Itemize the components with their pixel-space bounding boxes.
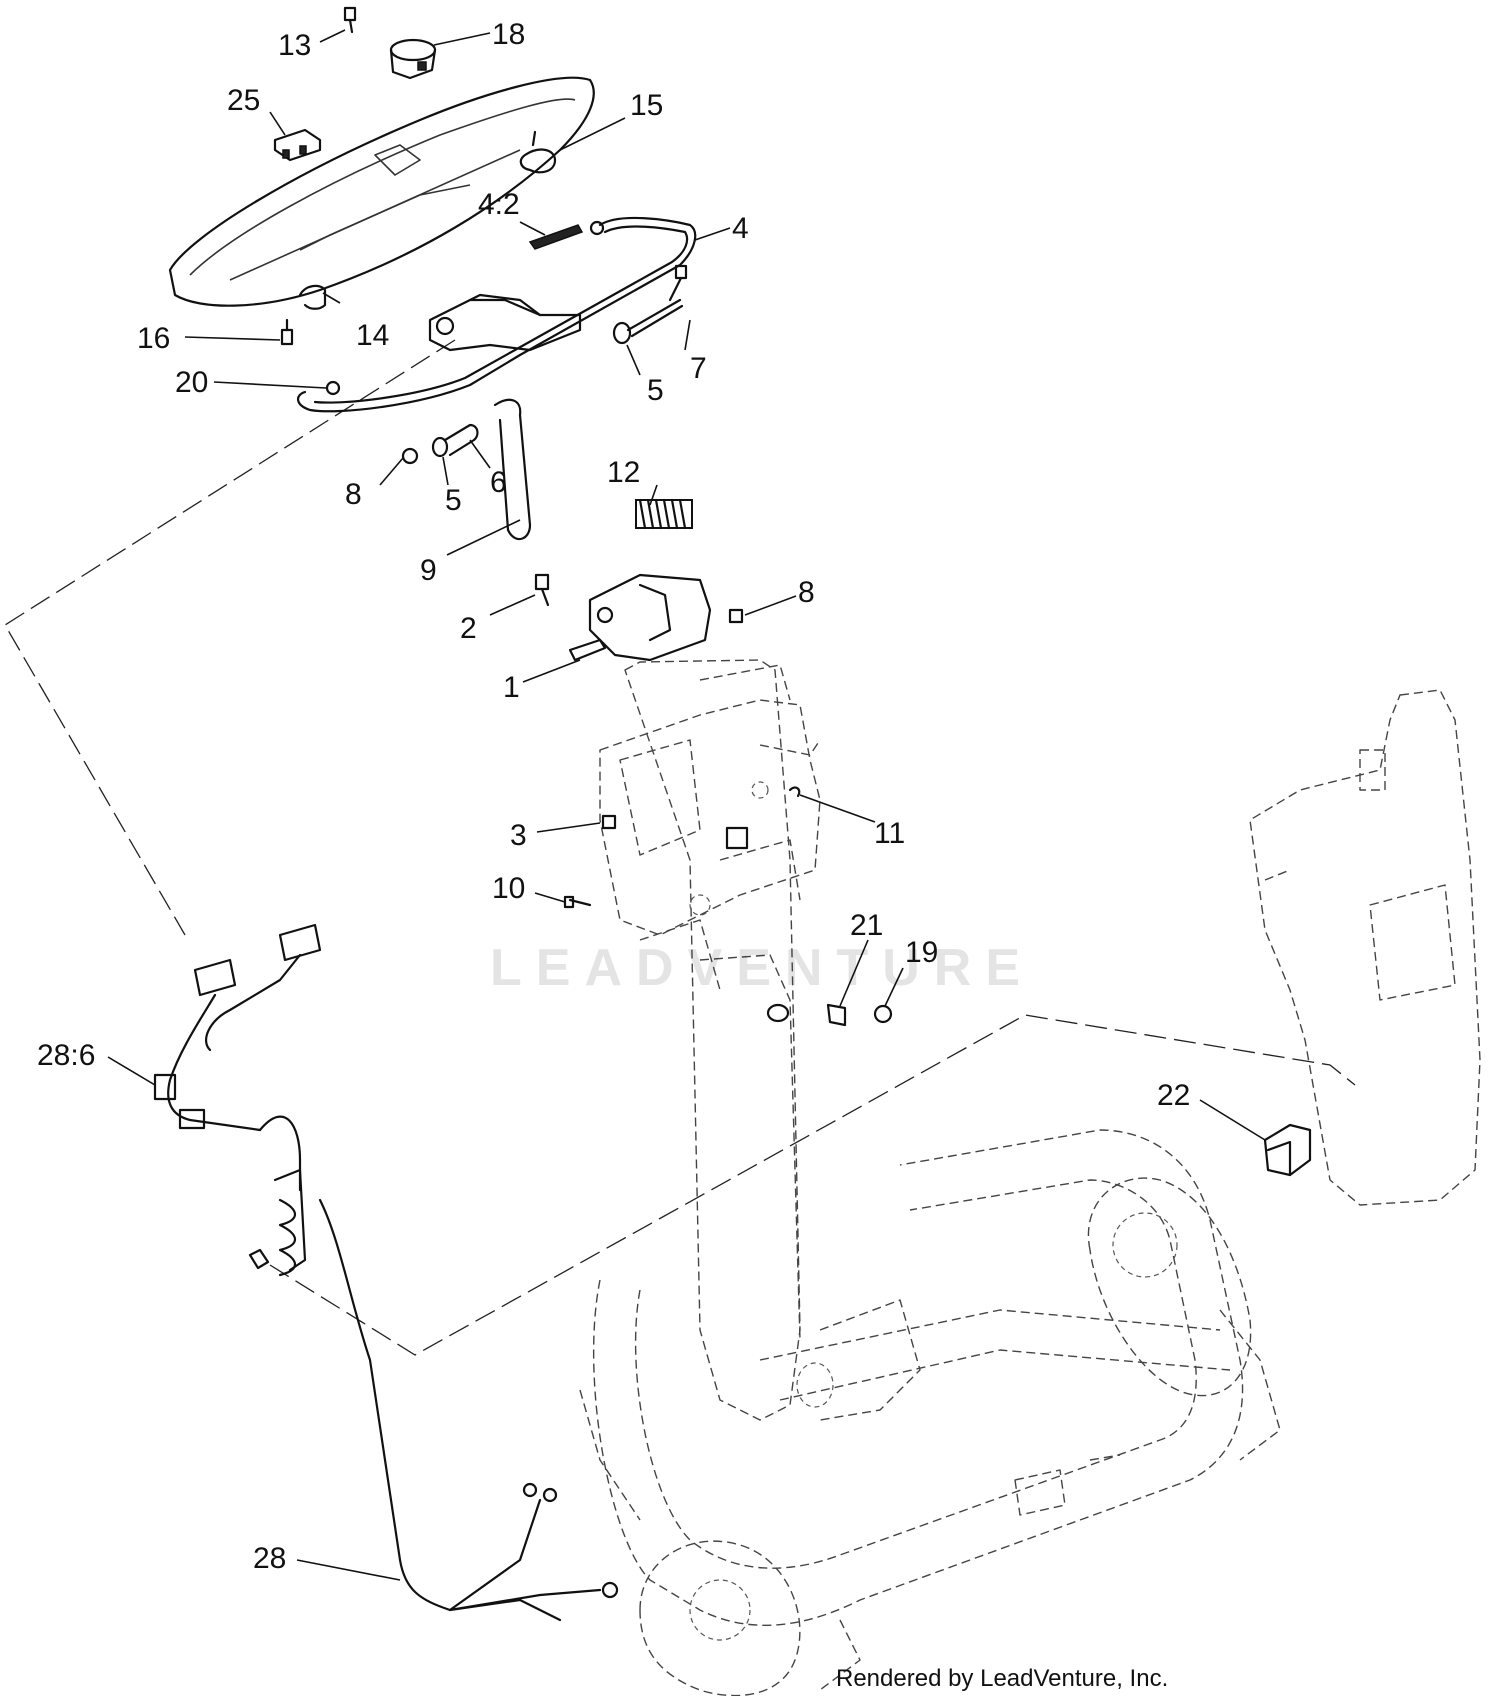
callout-8-lower: 8 xyxy=(345,478,362,511)
callout-4-2: 4:2 xyxy=(478,188,520,221)
callout-7: 7 xyxy=(690,352,707,385)
nut-3 xyxy=(601,814,617,830)
spacer-6 xyxy=(443,423,479,457)
callout-18: 18 xyxy=(492,18,525,51)
callout-9: 9 xyxy=(420,554,437,587)
pivot-bracket-ghost xyxy=(599,664,821,991)
clip-11 xyxy=(788,786,801,798)
bolt-7 xyxy=(626,264,688,338)
hinge-bracket xyxy=(428,293,582,352)
callout-6: 6 xyxy=(490,466,507,499)
callout-11: 11 xyxy=(874,817,905,850)
callout-labels: 13 18 25 15 4:2 4 16 14 20 7 5 5 6 8 12 … xyxy=(37,18,1190,1575)
callout-14: 14 xyxy=(356,319,389,352)
callout-20: 20 xyxy=(175,366,208,399)
spring-12 xyxy=(635,498,693,530)
nut-8-lower xyxy=(401,447,419,465)
decal-4-2 xyxy=(528,224,584,250)
callout-13: 13 xyxy=(278,29,311,62)
callout-28: 28 xyxy=(253,1542,286,1575)
floor-panel-ghost xyxy=(1249,689,1481,1206)
washer-5-upper xyxy=(612,321,632,345)
spacer-cylinder xyxy=(766,1003,790,1023)
callout-2: 2 xyxy=(460,612,477,645)
callout-15: 15 xyxy=(630,89,663,122)
screw-16 xyxy=(280,318,294,346)
reference-dash-lines xyxy=(4,339,1356,1356)
watermark-text: LEADVENTURE xyxy=(490,939,1034,997)
wire-harness-28 xyxy=(153,923,619,1622)
nut-8-upper xyxy=(728,608,744,624)
render-credit: Rendered by LeadVenture, Inc. xyxy=(836,1665,1168,1692)
callout-1: 1 xyxy=(503,671,520,704)
frame-assembly-ghost xyxy=(579,659,1281,1696)
callout-3: 3 xyxy=(510,819,527,852)
callout-22: 22 xyxy=(1157,1079,1190,1112)
nut-19 xyxy=(873,1004,893,1024)
callout-25: 25 xyxy=(227,84,260,117)
callout-5-upper: 5 xyxy=(647,374,664,407)
cap-18 xyxy=(389,38,437,80)
switch-22 xyxy=(1263,1123,1312,1177)
washer-5-lower xyxy=(431,436,449,458)
knob-15 xyxy=(519,130,557,174)
callout-10: 10 xyxy=(492,872,525,905)
bolt-10 xyxy=(563,895,592,909)
bolt-2 xyxy=(534,573,550,607)
callout-5-lower: 5 xyxy=(445,484,462,517)
callout-12: 12 xyxy=(607,456,640,489)
leader-lines xyxy=(107,29,1266,1581)
pivot-bracket-1 xyxy=(568,573,712,662)
switch-block xyxy=(725,826,749,850)
callout-28-6: 28:6 xyxy=(37,1039,95,1072)
switch-25 xyxy=(273,128,322,162)
link-9 xyxy=(493,398,532,541)
nut-20 xyxy=(325,380,341,396)
tube-bar-4 xyxy=(297,216,697,413)
callout-19: 19 xyxy=(905,936,938,969)
clamp-21 xyxy=(826,1003,847,1027)
bolt-13 xyxy=(343,6,357,34)
callout-8-upper: 8 xyxy=(798,576,815,609)
callout-4: 4 xyxy=(732,212,749,245)
steering-wheel xyxy=(168,76,595,307)
callout-21: 21 xyxy=(850,909,883,942)
callout-16: 16 xyxy=(137,322,170,355)
clip-14 xyxy=(298,284,327,310)
